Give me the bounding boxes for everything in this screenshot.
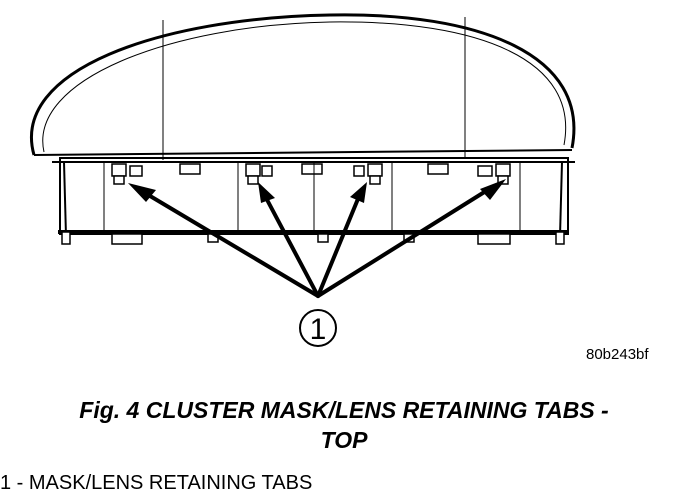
housing-right-wall (559, 161, 563, 237)
lens-dome (30, 13, 576, 156)
lens-dome-inner (42, 21, 567, 153)
arrowhead (350, 182, 367, 203)
housing-left-wall (63, 161, 67, 237)
leader-lines (138, 184, 496, 298)
figure-caption: Fig. 4 CLUSTER MASK/LENS RETAINING TABS … (0, 395, 688, 455)
arrowheads (128, 179, 506, 203)
caption-line-1: Fig. 4 CLUSTER MASK/LENS RETAINING TABS … (79, 397, 609, 423)
caption-line-2: TOP (320, 427, 368, 453)
callout-circle (299, 309, 337, 347)
retaining-tab (245, 163, 273, 185)
arrowhead (480, 179, 506, 200)
retaining-tab (111, 163, 143, 185)
rail-window (427, 163, 449, 175)
rail-window (179, 163, 201, 175)
callout-number: 1 (310, 313, 327, 346)
figure-reference-code: 80b243bf (586, 346, 649, 363)
retaining-tab (477, 163, 511, 185)
retaining-tab (353, 163, 383, 185)
lens-base-edge (33, 149, 573, 156)
legend-item-1: 1 - MASK/LENS RETAINING TABS (0, 472, 313, 494)
arrowhead (128, 183, 156, 202)
cluster-diagram: 1 (30, 13, 576, 347)
rail-window (301, 163, 323, 175)
arrowhead (258, 182, 275, 203)
mounting-feet (61, 231, 565, 245)
